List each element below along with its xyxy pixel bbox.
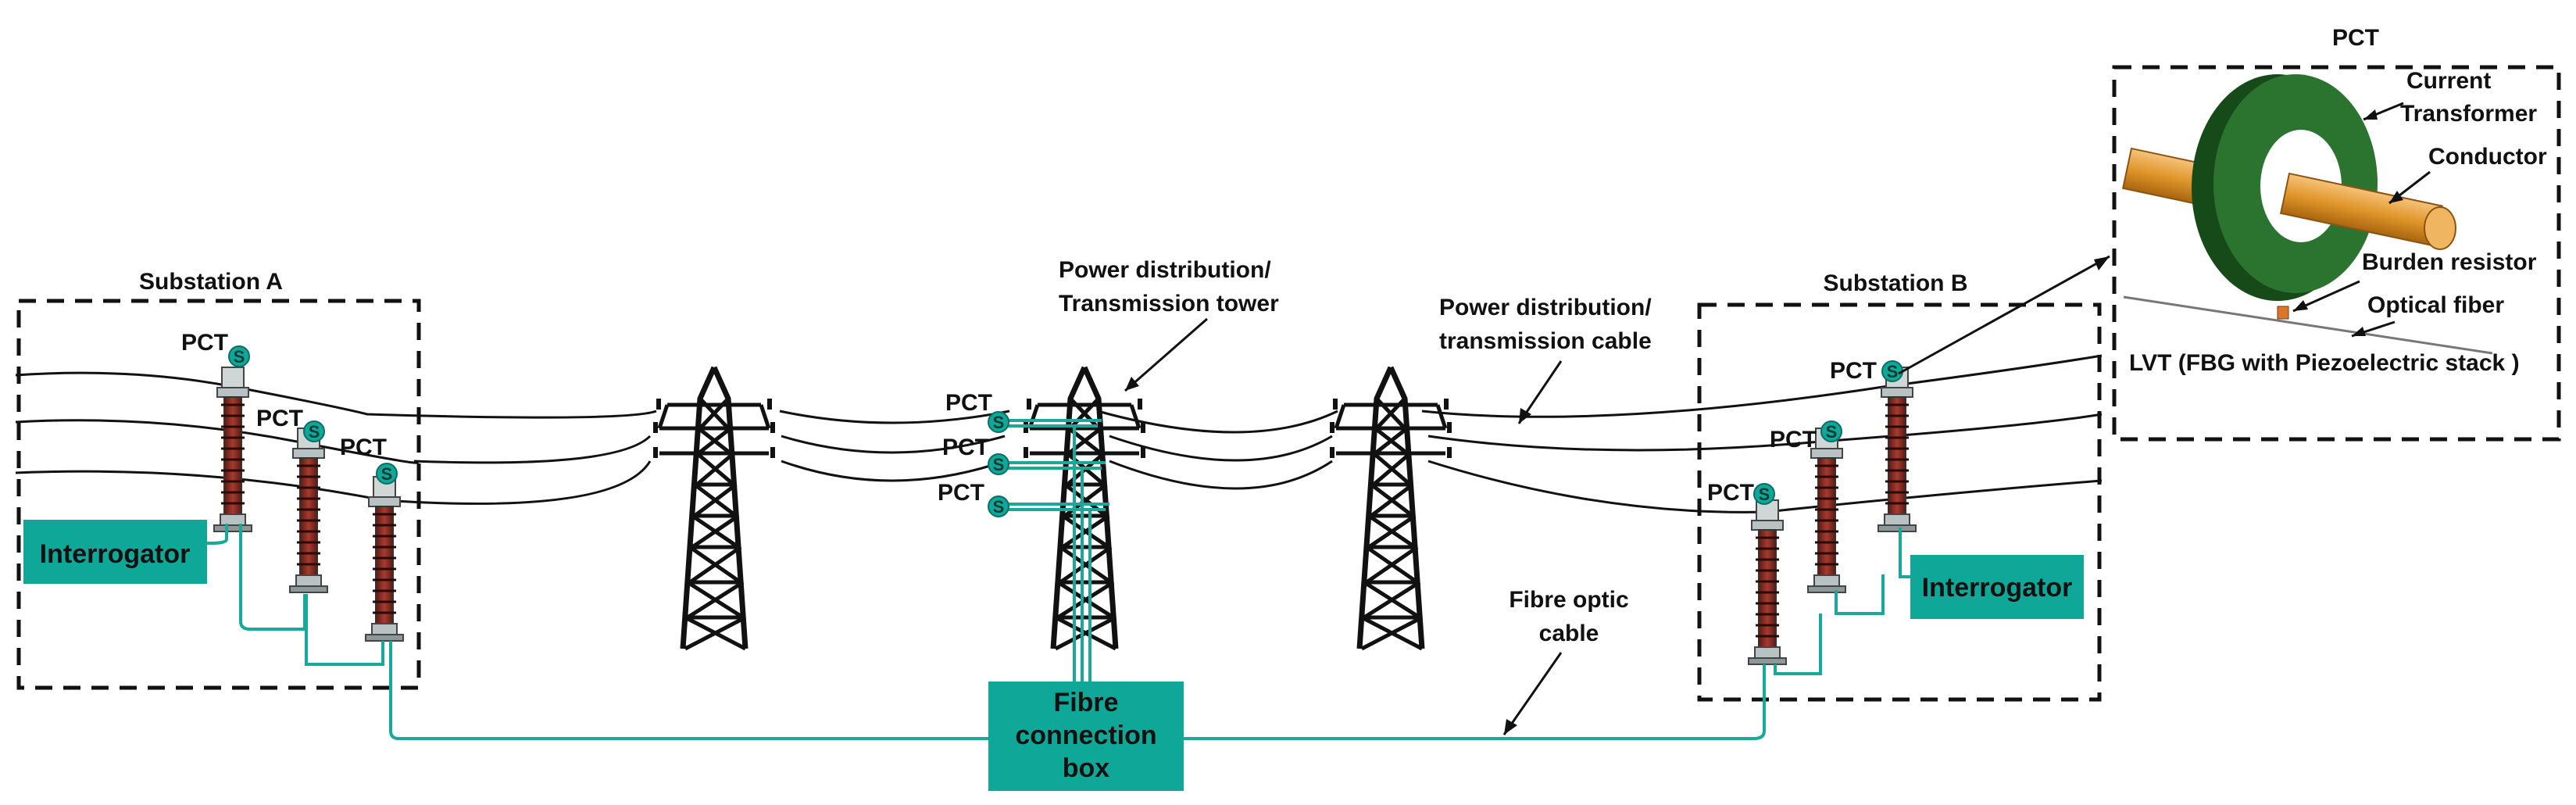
tower-arrow — [1124, 317, 1208, 392]
fiber-a1 — [203, 524, 228, 545]
ct-label-line-2: Transformer — [2400, 101, 2537, 127]
power-line-2 — [15, 413, 2103, 464]
fiber-b3 — [1774, 614, 1822, 675]
fibre-box-line-3: box — [1063, 753, 1110, 783]
fiber-b-main — [1184, 664, 1766, 740]
sensor-t3-icon — [988, 496, 1009, 517]
interrogator-a-box — [23, 520, 207, 584]
pct-label-t1: PCT — [945, 390, 992, 416]
cable-annotation: Power distribution/ transmission cable — [1439, 295, 1652, 424]
fibre-optic-arrow — [1502, 652, 1563, 735]
fibre-optic-label-line-2: cable — [1539, 621, 1599, 646]
burden-resistor-label: Burden resistor — [2362, 249, 2537, 275]
substation-b-label: Substation B — [1824, 270, 1968, 296]
pct-label-a1: PCT — [181, 330, 228, 356]
optical-fiber-line — [2123, 295, 2493, 355]
tower-label-line-1: Power distribution/ — [1059, 257, 1271, 283]
substation-b-border — [1697, 302, 2102, 702]
insulator-b1 — [1877, 366, 1917, 533]
fibre-optic-label-line-1: Fibre optic — [1509, 587, 1628, 613]
sensor-b2-icon — [1820, 420, 1842, 442]
pct-label-t3: PCT — [938, 480, 984, 506]
sensor-a3-icon — [376, 463, 398, 485]
substation-b-equipment: PCT PCT PCT Interrogator — [1184, 358, 2084, 740]
tower-sensors: PCT PCT PCT — [938, 390, 1109, 688]
insulator-a1 — [213, 366, 253, 533]
interrogator-b-label: Interrogator — [1922, 573, 2073, 603]
tower-fiber-drops — [1073, 426, 1091, 688]
power-line-1 — [15, 354, 2103, 434]
inset-title: PCT — [2332, 25, 2379, 51]
fiber-a-main — [389, 641, 988, 740]
sensor-a2-icon — [303, 420, 325, 442]
ct-label-line-1: Current — [2406, 68, 2491, 94]
fiber-a3 — [305, 594, 384, 666]
inset-pointer-arrow — [1898, 255, 2110, 375]
substation-a-label: Substation A — [139, 269, 283, 295]
fiber-b2 — [1835, 574, 1885, 615]
fibre-optic-annotation: Fibre optic cable — [1502, 587, 1629, 735]
tower-left — [653, 367, 775, 649]
fibre-box-line-1: Fibre — [1053, 688, 1118, 717]
fibre-box-rect — [988, 682, 1184, 791]
substation-a-border — [16, 299, 421, 690]
tower-label-line-2: Transmission tower — [1059, 291, 1279, 317]
interrogator-a-label: Interrogator — [40, 539, 191, 569]
pct-label-b2: PCT — [1770, 427, 1817, 453]
inset-border — [2112, 65, 2561, 442]
cable-label-line-2: transmission cable — [1439, 328, 1652, 354]
insulator-b2 — [1806, 427, 1847, 594]
insulator-a3 — [364, 475, 405, 642]
burden-resistor-shape — [2277, 306, 2289, 320]
insulator-b3 — [1747, 499, 1788, 666]
substation-a-equipment: PCT PCT PCT Interrogator — [23, 330, 988, 740]
fiber-a2 — [239, 524, 306, 631]
sensor-b3-icon — [1753, 483, 1775, 505]
substation-a: Substation A — [16, 269, 421, 690]
conductor-end — [2424, 206, 2456, 250]
conductor-label: Conductor — [2428, 144, 2547, 170]
pct-label-b3: PCT — [1707, 480, 1754, 506]
insulator-a2 — [288, 427, 329, 594]
tower-fiber-runs — [997, 419, 1109, 511]
fibre-box-line-2: connection — [1015, 721, 1156, 750]
pct-label-t2: PCT — [942, 435, 989, 460]
tower-right — [1330, 367, 1452, 649]
pct-inset: PCT Current Transformer Conductor Burden… — [2112, 25, 2561, 442]
substation-b: Substation B — [1697, 270, 2102, 702]
tower-annotation: Power distribution/ Transmission tower — [1059, 257, 1279, 392]
cable-label-line-1: Power distribution/ — [1439, 295, 1652, 320]
sensor-a1-icon — [228, 345, 250, 367]
lvt-label: LVT (FBG with Piezoelectric stack ) — [2129, 350, 2520, 376]
optical-fiber-label: Optical fiber — [2367, 292, 2504, 318]
fiber-b1 — [1899, 528, 1910, 578]
sensor-t2-icon — [988, 453, 1009, 475]
sensor-b1-icon — [1881, 360, 1903, 382]
pct-label-a3: PCT — [340, 435, 387, 460]
interrogator-b-box — [1910, 555, 2084, 619]
pct-label-a2: PCT — [256, 406, 303, 431]
pct-label-b1: PCT — [1830, 358, 1877, 384]
fibre-connection-box: Fibre connection box — [988, 682, 1184, 791]
